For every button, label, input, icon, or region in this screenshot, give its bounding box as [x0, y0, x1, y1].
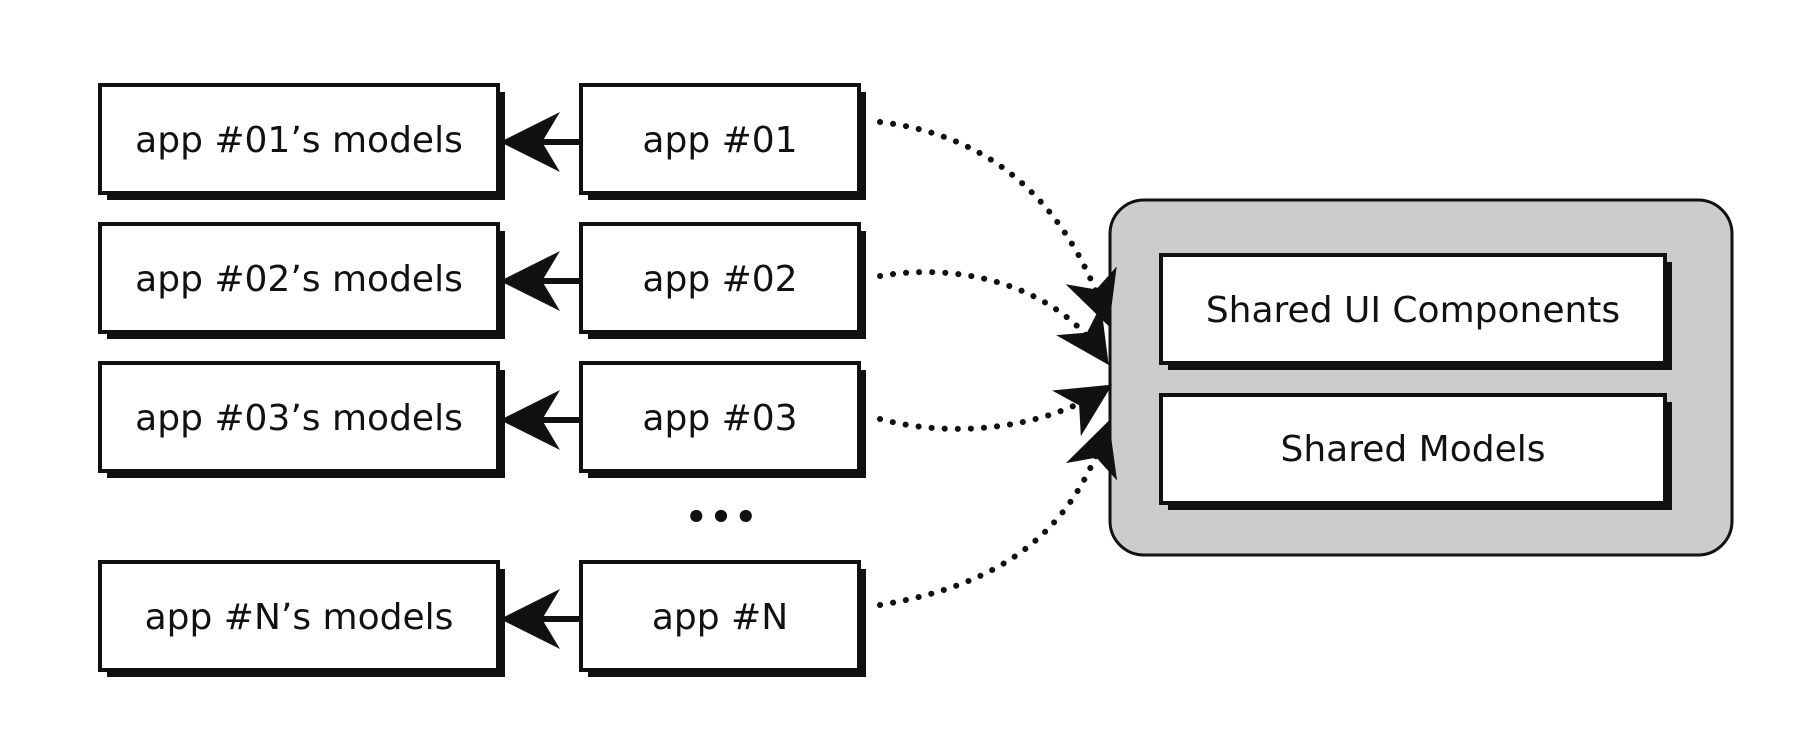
app-row-03: app #03’s models app #03 — [98, 361, 866, 478]
app-02-box — [579, 222, 861, 334]
app-row-n: app #N’s models app #N — [98, 560, 866, 677]
app-n-label: app #N — [652, 597, 788, 638]
shared-container: Shared UI Components Shared Models — [1108, 198, 1734, 557]
dependency-arrows — [877, 119, 1118, 608]
app-n-models-label: app #N’s models — [145, 597, 454, 638]
app-03-box — [579, 361, 861, 473]
app-02-models-box — [98, 222, 500, 334]
shared-models-box — [1159, 393, 1667, 505]
app-03-models-box — [98, 361, 500, 473]
app-03-label: app #03 — [642, 398, 797, 439]
shared-ui-components-box — [1159, 253, 1667, 365]
app-01-dependency-arrow — [877, 119, 1117, 327]
app-row-01: app #01’s models app #01 — [98, 83, 866, 200]
app-01-label: app #01 — [642, 120, 797, 161]
app-n-box — [579, 560, 861, 672]
app-01-models-label: app #01’s models — [135, 120, 463, 161]
shared-models-label: Shared Models — [1280, 429, 1545, 470]
app-02-label: app #02 — [642, 259, 797, 300]
ellipsis: ••• — [684, 493, 758, 542]
app-02-models-label: app #02’s models — [135, 259, 463, 300]
app-01-models-box — [98, 83, 500, 195]
shared-ui-components-label: Shared UI Components — [1206, 290, 1620, 331]
app-row-02: app #02’s models app #02 — [98, 222, 866, 339]
app-03-models-label: app #03’s models — [135, 398, 463, 439]
app-03-dependency-arrow — [877, 384, 1113, 437]
app-n-dependency-arrow — [877, 420, 1118, 608]
app-02-dependency-arrow — [877, 269, 1109, 365]
app-01-box — [579, 83, 861, 195]
app-n-models-box — [98, 560, 500, 672]
